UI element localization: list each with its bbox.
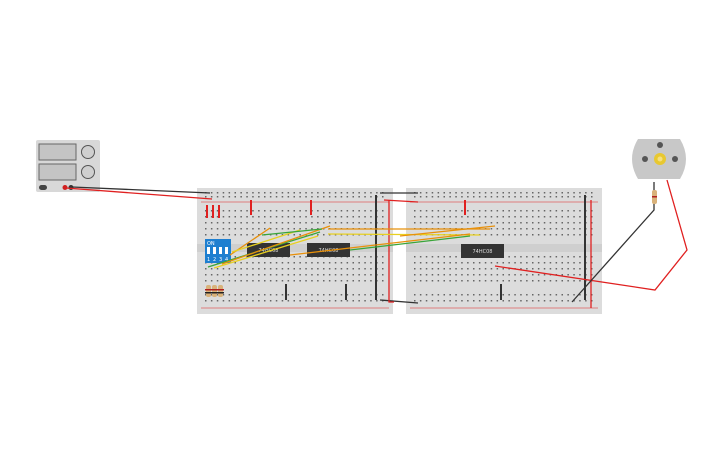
dip-num-1: 1 xyxy=(207,257,210,263)
chip-3-label: 74HC08 xyxy=(473,249,493,255)
voltage-knob xyxy=(81,145,95,159)
wires[interactable] xyxy=(65,179,688,308)
dip-num-3: 3 xyxy=(219,257,222,263)
chip-3[interactable]: 74HC08 xyxy=(461,244,504,258)
power-supply[interactable] xyxy=(36,140,100,192)
dc-motor[interactable] xyxy=(632,139,686,204)
dip-switch[interactable]: ON 1 2 3 4 xyxy=(205,239,231,263)
current-knob xyxy=(81,165,95,179)
dip-switch-title: ON xyxy=(207,241,215,247)
resistors[interactable] xyxy=(205,285,224,297)
dip-num-4: 4 xyxy=(225,257,228,263)
dip-num-2: 2 xyxy=(213,257,216,263)
